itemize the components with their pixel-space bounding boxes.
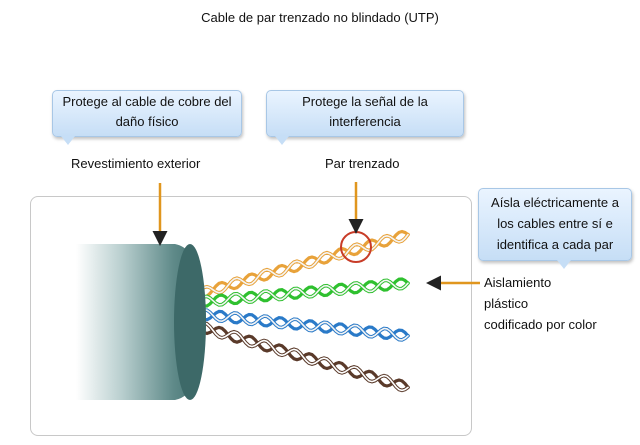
callout-insulation-line-1: Aísla eléctricamente a	[491, 195, 619, 210]
wire-blue-striped	[197, 309, 409, 341]
label-outer-jacket: Revestimiento exterior	[71, 156, 201, 171]
callout-outer-line-1: Protege al cable de cobre del	[62, 94, 232, 109]
callout-outer-line-2: daño físico	[115, 114, 179, 129]
pointer-arrows	[152, 182, 480, 291]
wire-green-striped	[197, 279, 409, 306]
wire-brown-striped	[197, 322, 409, 392]
callout-insulation: Aísla eléctricamente a los cables entre …	[478, 188, 632, 269]
label-insulation: Aislamiento plástico codificado por colo…	[484, 272, 597, 335]
wire-orange-striped	[197, 233, 409, 295]
label-twisted-pair: Par trenzado	[325, 156, 400, 171]
outer-jacket	[76, 244, 206, 400]
callout-insulation-line-2: los cables entre sí e	[497, 216, 613, 231]
callout-twisted-pair: Protege la señal de la interferencia	[266, 90, 464, 145]
diagram-title: Cable de par trenzado no blindado (UTP)	[201, 10, 439, 25]
callout-outer-jacket: Protege al cable de cobre del daño físic…	[52, 90, 242, 145]
wire-pairs	[196, 229, 410, 393]
label-insulation-line-2: plástico	[484, 296, 529, 311]
label-insulation-line-3: codificado por color	[484, 317, 597, 332]
label-insulation-line-1: Aislamiento	[484, 275, 552, 290]
twist-highlight-circle	[340, 231, 372, 263]
callout-twisted-line-1: Protege la señal de la	[302, 94, 428, 109]
callout-insulation-line-3: identifica a cada par	[496, 237, 614, 252]
callout-twisted-line-2: interferencia	[329, 114, 401, 129]
